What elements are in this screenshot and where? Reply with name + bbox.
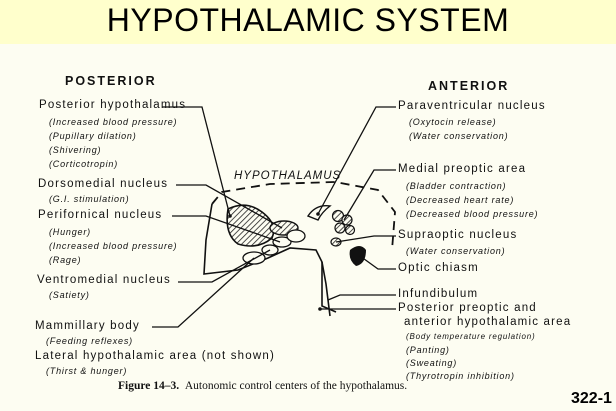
perifornical-fn-2: (Increased blood pressure) <box>49 241 178 251</box>
ventromedial-shape <box>286 229 306 243</box>
lateral-area-fn-1: (Thirst & hunger) <box>46 366 128 376</box>
posterior-hypothalamus-fn-1: (Increased blood pressure) <box>49 117 178 127</box>
posterior-preoptic-fn-4: (Thyrotropin inhibition) <box>406 371 515 381</box>
posterior-hypothalamus-label: Posterior hypothalamus <box>39 99 187 111</box>
perifornical-label: Perifornical nucleus <box>38 209 163 221</box>
posterior-preoptic-fn-3: (Sweating) <box>406 358 458 368</box>
hypothalamus-label: HYPOTHALAMUS <box>234 170 342 182</box>
paraventricular-fn-2: (Water conservation) <box>409 131 509 141</box>
preoptic-blob-2 <box>341 214 353 226</box>
posterior-hypothalamus-fn-3: (Shivering) <box>49 145 102 155</box>
medial-preoptic-fn-3: (Decreased blood pressure) <box>406 209 539 219</box>
optic-chiasm-shape <box>349 246 366 266</box>
posterior-preoptic-fn-2: (Panting) <box>406 345 450 355</box>
posterior-hypothalamus-fn-2: (Pupillary dilation) <box>49 131 137 141</box>
slide-number: 322-1 <box>571 390 612 407</box>
figure-caption: Figure 14–3. Autonomic control centers o… <box>118 380 407 392</box>
ventromedial-fn-1: (Satiety) <box>49 290 90 300</box>
posterior-heading: POSTERIOR <box>65 74 157 88</box>
supraoptic-fn-1: (Water conservation) <box>406 246 506 256</box>
infundibulum-stalk <box>321 262 337 313</box>
perifornical-fn-3: (Rage) <box>49 255 82 265</box>
hypothalamus-diagram <box>152 106 396 328</box>
title-band <box>0 0 616 44</box>
paraventricular-fn-1: (Oxytocin release) <box>409 117 497 127</box>
mammillary-label: Mammillary body <box>35 320 140 332</box>
ventromedial-label: Ventromedial nucleus <box>37 274 171 286</box>
paraventricular-label: Paraventricular nucleus <box>398 100 546 112</box>
perifornical-shape <box>272 236 292 248</box>
anterior-heading: ANTERIOR <box>428 79 510 93</box>
slide-title: HYPOTHALAMIC SYSTEM <box>106 2 510 38</box>
caption-text: Autonomic control centers of the hypotha… <box>184 380 408 392</box>
posterior-preoptic-label-1: Posterior preoptic and <box>398 302 537 314</box>
perifornical-fn-1: (Hunger) <box>49 227 91 237</box>
infundibulum-label: Infundibulum <box>398 288 479 300</box>
optic-chiasm-label: Optic chiasm <box>398 262 479 274</box>
dorsomedial-label: Dorsomedial nucleus <box>38 178 169 190</box>
hypothalamus-figure: HYPOTHALAMUS POSTERIOR ANTERIOR Posterio… <box>0 44 616 411</box>
supraoptic-label: Supraoptic nucleus <box>398 229 518 241</box>
mammillary-fn-1: (Feeding reflexes) <box>46 336 133 346</box>
posterior-preoptic-fn-1: (Body temperature regulation) <box>406 332 536 341</box>
dorsomedial-fn-1: (G.I. stimulation) <box>49 194 130 204</box>
lateral-area-label: Lateral hypothalamic area (not shown) <box>35 350 276 362</box>
preoptic-blob-4 <box>344 224 356 236</box>
hypothalamus-outline <box>211 181 396 251</box>
medial-preoptic-fn-1: (Bladder contraction) <box>406 181 507 191</box>
posterior-hypothalamus-fn-4: (Corticotropin) <box>49 159 119 169</box>
ventral-contour <box>203 203 331 317</box>
medial-preoptic-fn-2: (Decreased heart rate) <box>406 195 515 205</box>
preoptic-blob-3 <box>334 222 346 234</box>
medial-preoptic-label: Medial preoptic area <box>398 163 527 175</box>
posterior-preoptic-label-2: anterior hypothalamic area <box>404 316 572 328</box>
caption-number: Figure 14–3. <box>118 380 180 392</box>
